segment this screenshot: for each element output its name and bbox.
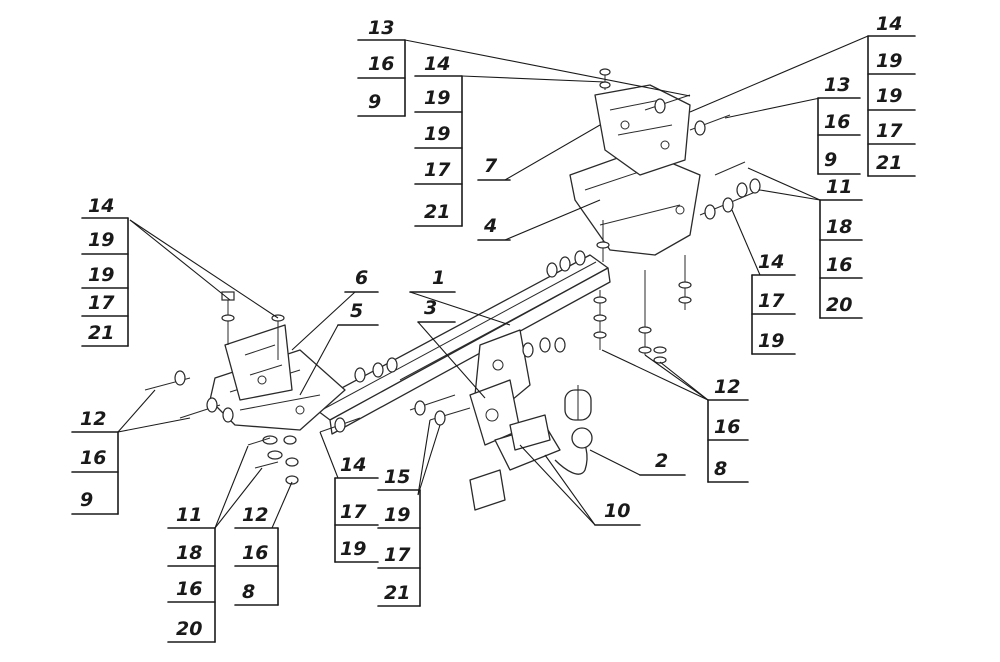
label-21: 21 bbox=[876, 152, 902, 174]
label-14: 14 bbox=[424, 53, 450, 75]
label-12: 12 bbox=[242, 504, 268, 526]
label-19: 19 bbox=[876, 85, 902, 107]
label-8: 8 bbox=[714, 458, 727, 480]
label-20: 20 bbox=[826, 294, 852, 316]
label-14: 14 bbox=[758, 251, 784, 273]
label-17: 17 bbox=[88, 292, 115, 314]
leader-lines bbox=[117, 35, 869, 529]
label-16: 16 bbox=[714, 416, 740, 438]
label-19: 19 bbox=[758, 330, 784, 352]
label-16: 16 bbox=[242, 542, 268, 564]
label-9: 9 bbox=[824, 149, 837, 171]
label-16: 16 bbox=[176, 578, 202, 600]
part-number-5: 5 bbox=[350, 300, 363, 322]
label-15: 15 bbox=[384, 466, 410, 488]
label-9: 9 bbox=[368, 91, 381, 113]
part-number-10: 10 bbox=[604, 500, 630, 522]
label-16: 16 bbox=[824, 111, 850, 133]
label-9: 9 bbox=[80, 489, 93, 511]
label-19: 19 bbox=[88, 264, 114, 286]
label-16: 16 bbox=[80, 447, 106, 469]
part-number-2: 2 bbox=[655, 450, 668, 472]
label-17: 17 bbox=[384, 544, 411, 566]
label-21: 21 bbox=[424, 201, 450, 223]
right-bracket-part bbox=[569, 84, 701, 256]
center-hitch-plate-part bbox=[469, 329, 531, 446]
label-14: 14 bbox=[876, 13, 902, 35]
label-13: 13 bbox=[824, 74, 850, 96]
main-crossbar-part bbox=[309, 254, 611, 435]
left-bracket-part bbox=[209, 324, 346, 431]
label-18: 18 bbox=[176, 542, 202, 564]
label-12: 12 bbox=[80, 408, 106, 430]
part-number-6: 6 bbox=[355, 267, 368, 289]
part-number-3: 3 bbox=[424, 297, 437, 319]
label-18: 18 bbox=[826, 216, 852, 238]
label-21: 21 bbox=[384, 582, 410, 604]
label-17: 17 bbox=[876, 120, 903, 142]
label-12: 12 bbox=[714, 376, 740, 398]
label-19: 19 bbox=[340, 538, 366, 560]
part-number-7: 7 bbox=[484, 155, 498, 177]
label-11: 11 bbox=[176, 504, 202, 526]
label-19: 19 bbox=[384, 504, 410, 526]
label-21: 21 bbox=[88, 322, 114, 344]
label-20: 20 bbox=[176, 618, 202, 640]
tow-ball-part bbox=[469, 385, 593, 511]
label-17: 17 bbox=[340, 501, 367, 523]
fasteners bbox=[144, 68, 761, 485]
label-17: 17 bbox=[758, 290, 785, 312]
part-number-1: 1 bbox=[432, 267, 445, 289]
label-16: 16 bbox=[368, 53, 394, 75]
callout-labels: 13 16 9 14 19 19 17 21 14 19 19 17 21 13… bbox=[80, 13, 903, 640]
label-14: 14 bbox=[88, 195, 114, 217]
label-19: 19 bbox=[424, 123, 450, 145]
label-16: 16 bbox=[826, 254, 852, 276]
label-11: 11 bbox=[826, 176, 852, 198]
label-14: 14 bbox=[340, 454, 366, 476]
label-17: 17 bbox=[424, 159, 451, 181]
part-number-4: 4 bbox=[483, 215, 497, 237]
callout-frames bbox=[71, 35, 916, 643]
label-19: 19 bbox=[88, 229, 114, 251]
label-19: 19 bbox=[876, 50, 902, 72]
label-8: 8 bbox=[242, 581, 255, 603]
label-13: 13 bbox=[368, 17, 394, 39]
label-19: 19 bbox=[424, 87, 450, 109]
